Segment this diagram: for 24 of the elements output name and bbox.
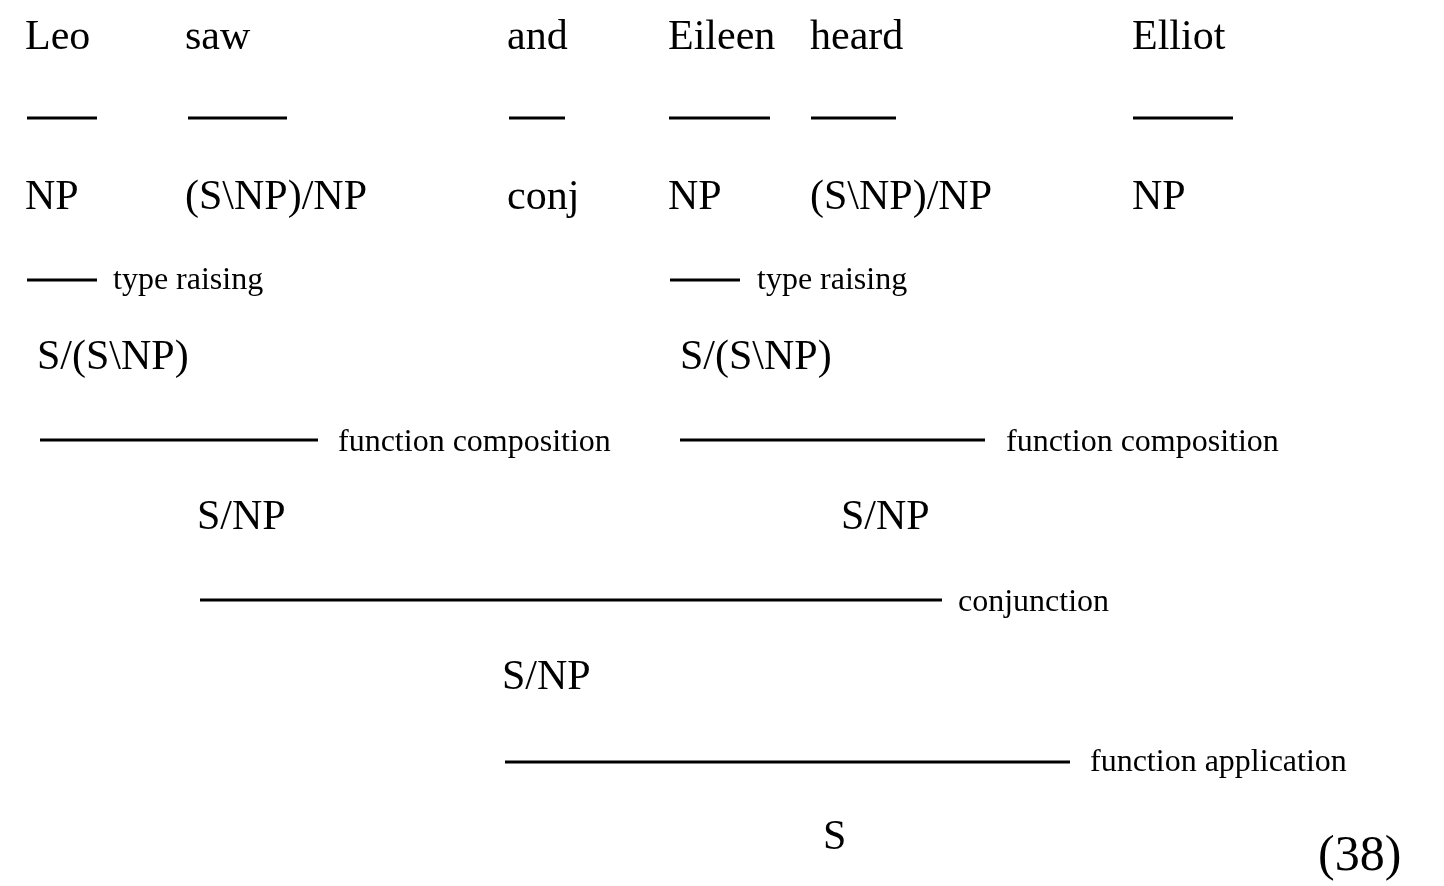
category-label: NP [668,174,722,216]
category-label: NP [25,174,79,216]
word-label: Leo [25,14,91,56]
category-label: (S\NP)/NP [810,174,993,216]
category-label: conj [507,174,580,216]
category-label: S/NP [841,494,930,536]
category-label: NP [1132,174,1186,216]
word-label: Eileen [668,14,776,56]
word-label: heard [810,14,904,56]
rule-label: type raising [757,262,908,294]
rule-label: type raising [113,262,264,294]
category-label: S/(S\NP) [37,334,189,376]
rule-label: function composition [1006,424,1279,456]
word-label: saw [185,14,251,56]
category-label: S/(S\NP) [680,334,832,376]
rule-label: conjunction [958,584,1110,616]
word-label: Elliot [1132,14,1226,56]
category-label: S/NP [502,654,591,696]
rule-label: function application [1090,744,1347,776]
category-label: (S\NP)/NP [185,174,368,216]
category-label: S [823,814,847,856]
category-label: S/NP [197,494,286,536]
word-label: and [507,14,568,56]
rule-label: function composition [338,424,611,456]
